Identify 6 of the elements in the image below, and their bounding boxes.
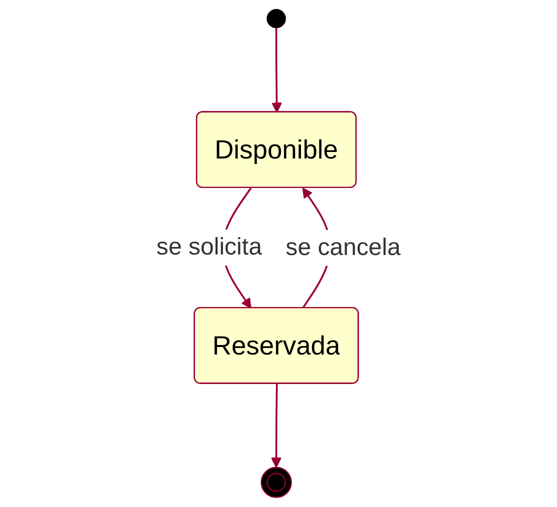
edge-label: se solicita xyxy=(156,234,262,261)
edge-label: se cancela xyxy=(286,234,401,262)
node-circle xyxy=(260,466,292,498)
arrow xyxy=(271,28,282,113)
node-circle xyxy=(266,9,286,28)
arrow xyxy=(271,384,282,468)
